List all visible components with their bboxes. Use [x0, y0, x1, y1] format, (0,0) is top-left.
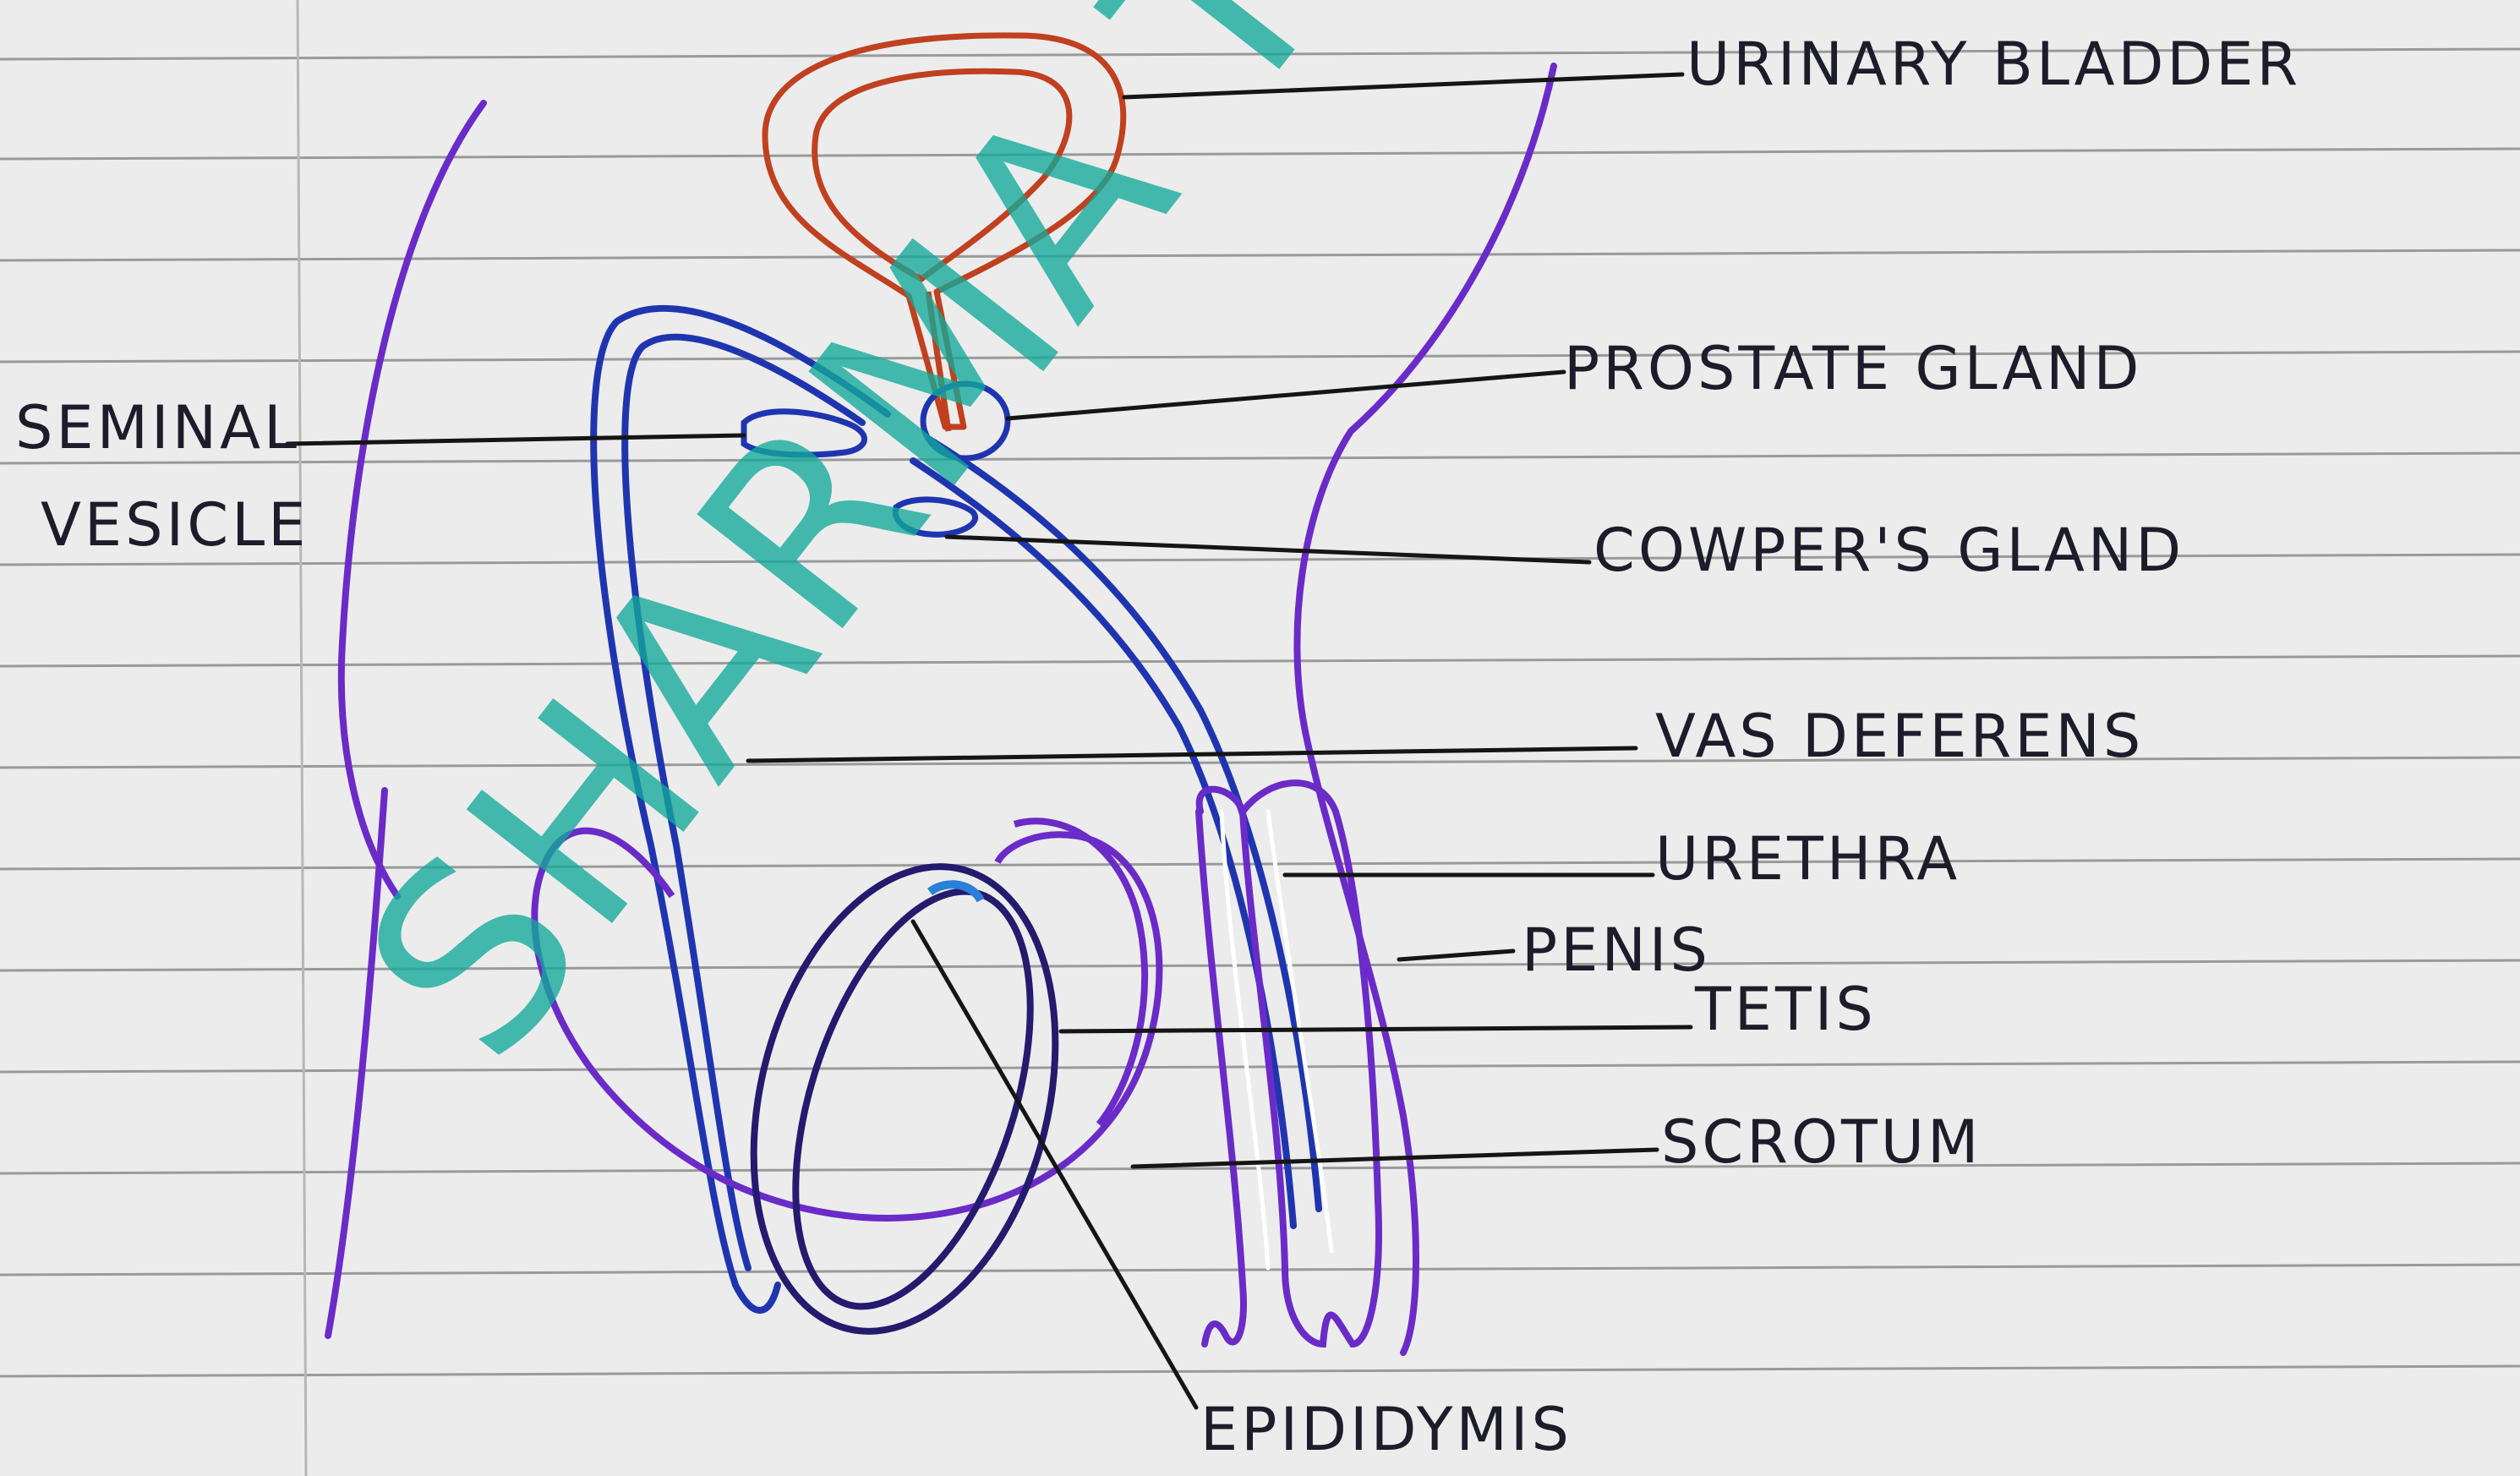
- label-testis: TETIS: [1694, 975, 1877, 1044]
- label-urinary-bladder: URINARY BLADDER: [1686, 30, 2301, 99]
- label-cowpers-gland: COWPER'S GLAND: [1593, 516, 2184, 585]
- label-vas-deferens: VAS DEFERENS: [1655, 702, 2144, 771]
- label-seminal-vesicle-line2: VESICLE: [41, 490, 309, 560]
- label-prostate-gland: PROSTATE GLAND: [1564, 334, 2142, 403]
- label-penis: PENIS: [1522, 916, 1711, 985]
- label-urethra: URETHRA: [1655, 824, 1960, 894]
- label-scrotum: SCROTUM: [1661, 1107, 1982, 1177]
- label-seminal-vesicle-line1: SEMINAL: [15, 393, 300, 462]
- label-epididymis: EPIDIDYMIS: [1200, 1395, 1572, 1464]
